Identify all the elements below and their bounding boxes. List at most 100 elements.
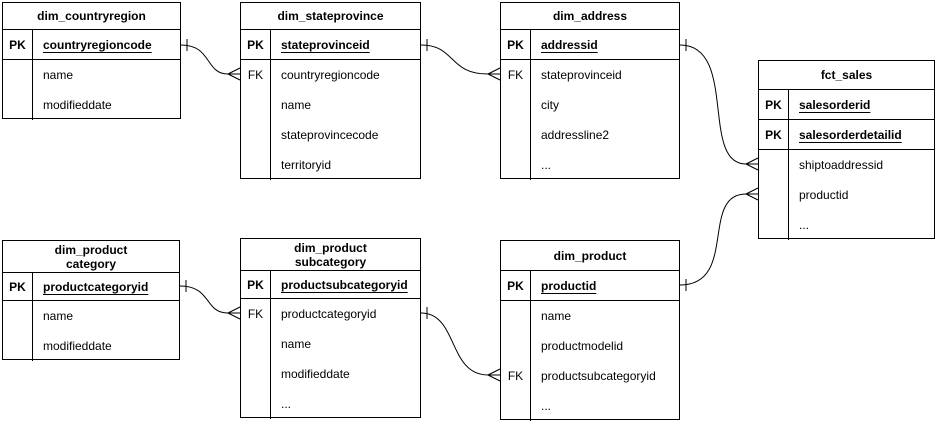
table-row: PK productsubcategoryid	[241, 271, 420, 299]
entity-title-text: dim_stateprovince	[277, 9, 384, 23]
edge-address-fctsales[interactable]	[679, 39, 759, 171]
key-badge: PK	[501, 30, 531, 59]
table-row: productmodelid	[501, 331, 679, 361]
table-row: name	[501, 301, 679, 331]
key-badge	[241, 150, 271, 180]
entity-fct-sales[interactable]: fct_sales PK salesorderid PK salesorderd…	[758, 60, 935, 240]
key-badge	[3, 60, 33, 90]
field-name: name	[281, 98, 312, 112]
field-name: productmodelid	[541, 339, 624, 353]
field-name: productid	[541, 278, 597, 293]
entity-dim-countryregion[interactable]: dim_countryregion PK countryregioncode n…	[2, 2, 181, 120]
edge-countryregion-stateprovince[interactable]	[180, 39, 241, 81]
field-name: ...	[541, 399, 552, 413]
entity-dim-stateprovince[interactable]: dim_stateprovince PK stateprovinceid FK …	[240, 2, 421, 180]
key-badge	[241, 120, 271, 150]
edge-product-fctsales[interactable]	[679, 187, 759, 291]
key-badge	[501, 90, 531, 120]
key-badge	[3, 331, 33, 361]
field-name: countryregioncode	[43, 37, 152, 52]
field-name: productid	[799, 188, 849, 202]
field-name: productsubcategoryid	[281, 277, 408, 292]
crow-foot-icon	[227, 306, 241, 320]
entity-title: dim_product category	[3, 241, 179, 273]
crow-foot-icon	[487, 67, 501, 81]
crow-foot-icon	[227, 67, 241, 81]
entity-dim-product-subcategory[interactable]: dim_product subcategory PK productsubcat…	[240, 238, 421, 419]
field-name: ...	[541, 158, 552, 172]
field-name: salesorderid	[799, 97, 871, 112]
field-name: shiptoaddressid	[799, 158, 884, 172]
edge-line[interactable]	[679, 193, 758, 286]
field-name: name	[43, 309, 74, 323]
crow-foot-icon	[745, 187, 759, 201]
key-badge: PK	[3, 30, 33, 59]
field-name: addressid	[541, 37, 598, 52]
field-name: ...	[799, 218, 810, 232]
field-name: modifieddate	[281, 367, 350, 381]
table-row: city	[501, 90, 679, 120]
field-name: modifieddate	[43, 98, 112, 112]
field-name: territoryid	[281, 158, 332, 172]
entity-dim-product-category[interactable]: dim_product category PK productcategoryi…	[2, 240, 180, 361]
key-badge: PK	[759, 90, 789, 119]
table-row: PK salesorderdetailid	[759, 120, 934, 150]
table-row: ...	[241, 389, 420, 419]
key-badge: PK	[241, 30, 271, 59]
edge-stateprovince-address[interactable]	[420, 39, 501, 81]
key-badge	[501, 120, 531, 150]
field-name: salesorderdetailid	[799, 127, 902, 142]
field-name: city	[541, 98, 559, 112]
table-row: FK countryregioncode	[241, 60, 420, 90]
key-badge	[759, 210, 789, 240]
table-row: name	[241, 90, 420, 120]
edge-line[interactable]	[679, 44, 758, 165]
key-badge: PK	[241, 271, 271, 298]
edge-line[interactable]	[179, 285, 240, 314]
edge-line[interactable]	[180, 44, 240, 75]
field-name: stateprovinceid	[541, 68, 622, 82]
table-row: productid	[759, 180, 934, 210]
key-badge: PK	[759, 120, 789, 149]
table-row: FK productcategoryid	[241, 299, 420, 329]
table-row: stateprovincecode	[241, 120, 420, 150]
edge-line[interactable]	[420, 44, 500, 75]
field-name: productsubcategoryid	[541, 369, 656, 383]
crow-foot-icon	[745, 157, 759, 171]
entity-dim-address[interactable]: dim_address PK addressid FK stateprovinc…	[500, 2, 680, 180]
table-row: PK productcategoryid	[3, 273, 179, 301]
table-row: PK productid	[501, 271, 679, 301]
table-row: name	[3, 60, 180, 90]
field-name: name	[43, 68, 74, 82]
key-badge	[759, 150, 789, 180]
entity-title: dim_address	[501, 3, 679, 30]
field-name: name	[281, 337, 312, 351]
entity-title-text: subcategory	[294, 254, 367, 269]
table-row: ...	[501, 391, 679, 421]
entity-title: fct_sales	[759, 61, 934, 90]
table-row: modifieddate	[3, 90, 180, 120]
edge-subcategory-product[interactable]	[420, 307, 501, 382]
table-row: name	[241, 329, 420, 359]
key-badge	[501, 331, 531, 361]
key-badge	[501, 391, 531, 421]
field-name: name	[541, 309, 572, 323]
field-name: stateprovincecode	[281, 128, 379, 142]
key-badge: FK	[501, 60, 531, 90]
table-row: shiptoaddressid	[759, 150, 934, 180]
field-name: stateprovinceid	[281, 37, 370, 52]
edge-line[interactable]	[420, 312, 500, 376]
table-row: FK productsubcategoryid	[501, 361, 679, 391]
field-name: productcategoryid	[281, 307, 377, 321]
table-row: PK salesorderid	[759, 90, 934, 120]
key-badge	[501, 301, 531, 331]
edge-productcategory-subcategory[interactable]	[179, 280, 241, 320]
table-row: ...	[759, 210, 934, 240]
table-row: FK stateprovinceid	[501, 60, 679, 90]
entity-title-text: dim_address	[552, 9, 628, 23]
key-badge	[3, 301, 33, 331]
key-badge: FK	[501, 361, 531, 391]
key-badge	[241, 90, 271, 120]
entity-dim-product[interactable]: dim_product PK productid name productmod…	[500, 240, 680, 421]
